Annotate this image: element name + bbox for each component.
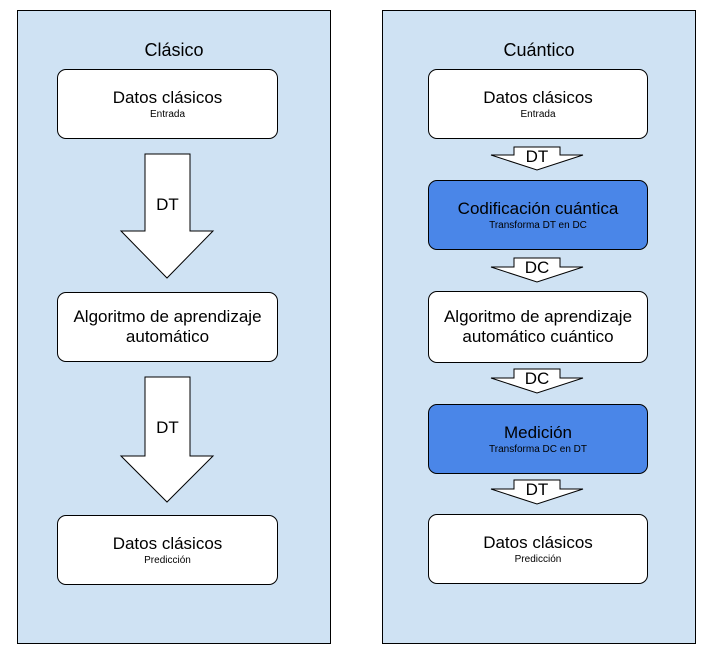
quantum-output-subtitle: Predicción <box>514 553 562 565</box>
classic-panel-title: Clásico <box>144 40 204 60</box>
quantum-arrow-1-label: DT <box>525 147 549 166</box>
quantum-encoding-node: Codificación cuántica Transforma DT en D… <box>428 180 648 250</box>
classic-algorithm-node: Algoritmo de aprendizaje automático <box>57 292 278 362</box>
quantum-output-node: Datos clásicos Predicción <box>428 514 648 584</box>
quantum-input-subtitle: Entrada <box>520 108 556 120</box>
quantum-algorithm-title: Algoritmo de aprendizaje automático cuán… <box>443 307 633 346</box>
classic-input-node: Datos clásicos Entrada <box>57 69 278 139</box>
classic-arrow-2-label: DT <box>156 418 179 437</box>
classic-output-title: Datos clásicos <box>112 533 223 553</box>
quantum-output-title: Datos clásicos <box>483 532 593 552</box>
quantum-measurement-subtitle: Transforma DC en DT <box>489 443 587 455</box>
classic-algorithm-title: Algoritmo de aprendizaje automático <box>73 307 262 346</box>
classic-output-subtitle: Predicción <box>144 554 191 566</box>
quantum-measurement-node: Medición Transforma DC en DT <box>428 404 648 474</box>
quantum-panel-title: Cuántico <box>503 40 575 60</box>
classic-output-node: Datos clásicos Predicción <box>57 515 278 585</box>
quantum-algorithm-node: Algoritmo de aprendizaje automático cuán… <box>428 291 648 363</box>
classic-input-subtitle: Entrada <box>149 108 186 120</box>
classic-input-title: Datos clásicos <box>112 87 223 107</box>
quantum-arrow-2-label: DC <box>524 258 550 277</box>
quantum-encoding-title: Codificación cuántica <box>457 198 619 218</box>
quantum-encoding-subtitle: Transforma DT en DC <box>489 219 587 231</box>
quantum-measurement-title: Medición <box>503 422 573 442</box>
quantum-input-title: Datos clásicos <box>483 87 593 107</box>
classic-arrow-1-label: DT <box>156 195 179 214</box>
quantum-arrow-4-label: DT <box>525 480 549 499</box>
quantum-arrow-3-label: DC <box>524 369 550 388</box>
quantum-input-node: Datos clásicos Entrada <box>428 69 648 139</box>
